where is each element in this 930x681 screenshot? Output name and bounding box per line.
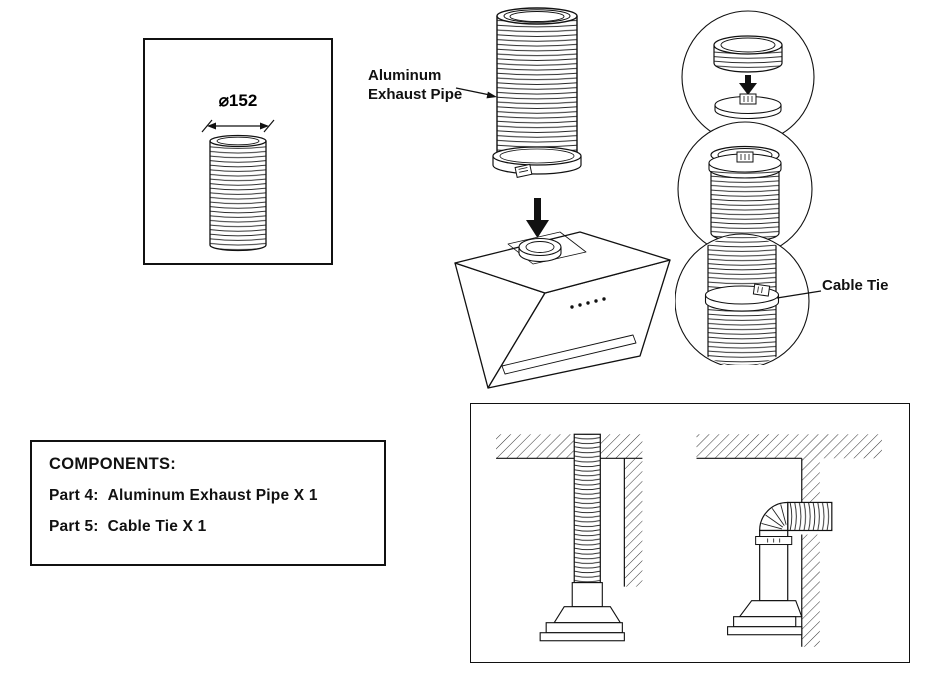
component-description: Cable Tie X 1 [107,518,207,535]
wall-hatch [801,458,820,503]
label-leader-arrow [455,87,497,99]
horizontal-duct [787,501,833,532]
component-item-part5: Part 5: Cable Tie X 1 [49,518,367,536]
detail-3-pipe-with-tie [704,237,780,365]
aluminum-exhaust-pipe-label: Aluminum Exhaust Pipe [368,66,462,104]
ceiling-hatch [696,434,882,459]
installation-diagrams-box [470,403,910,663]
range-hood [454,231,671,389]
wall-hatch [801,534,820,647]
ceiling-hatch [496,434,575,459]
diameter-dimension: ⌀152 [219,91,258,110]
chimney-clamp [755,536,793,546]
duct-collar [518,237,562,263]
component-part-number: Part 5: [49,518,99,535]
install-diagram-vertical [496,433,643,642]
ceiling-hatch [600,434,643,459]
hood-control-buttons [570,297,606,309]
vertical-duct [573,433,601,584]
detail-1-pipe-end [713,35,783,73]
clamp-screw [514,163,533,178]
duct-elbow [759,501,789,532]
cable-tie-screw [752,283,771,297]
down-arrow-icon [526,198,549,238]
hood-side-view [539,582,625,642]
pipe-label-line1: Aluminum [368,67,442,84]
detail-1-cable-tie-ring [714,93,782,120]
pipe-label-line2: Exhaust Pipe [368,86,463,103]
cable-tie-label: Cable Tie [822,277,889,294]
components-box: COMPONENTS: Part 4: Aluminum Exhaust Pipe… [30,440,386,566]
assembly-illustration [454,7,671,389]
component-item-part4: Part 4: Aluminum Exhaust Pipe X 1 [49,487,367,505]
hood-light-strip [501,334,637,375]
install-diagram-horizontal [696,434,882,647]
cable-tie-leader-line [776,290,822,299]
hood-side-view [727,600,803,636]
detail-2-pipe-with-tie [708,145,782,243]
installation-diagrams [496,433,882,647]
pipe-clamp-collar [492,146,582,178]
component-part-number: Part 4: [49,487,99,504]
aluminum-exhaust-pipe [496,7,578,161]
component-description: Aluminum Exhaust Pipe X 1 [107,487,318,504]
pipe-dimension-box: ⌀152 [143,38,333,265]
wall-hatch [624,458,643,587]
components-title: COMPONENTS: [49,455,177,473]
corrugated-pipe-small [209,134,267,252]
dimension-diagram: ⌀152 [201,91,275,252]
cable-tie-detail-views [675,10,822,365]
dimension-arrows [201,119,275,133]
down-arrow-icon [739,75,757,95]
